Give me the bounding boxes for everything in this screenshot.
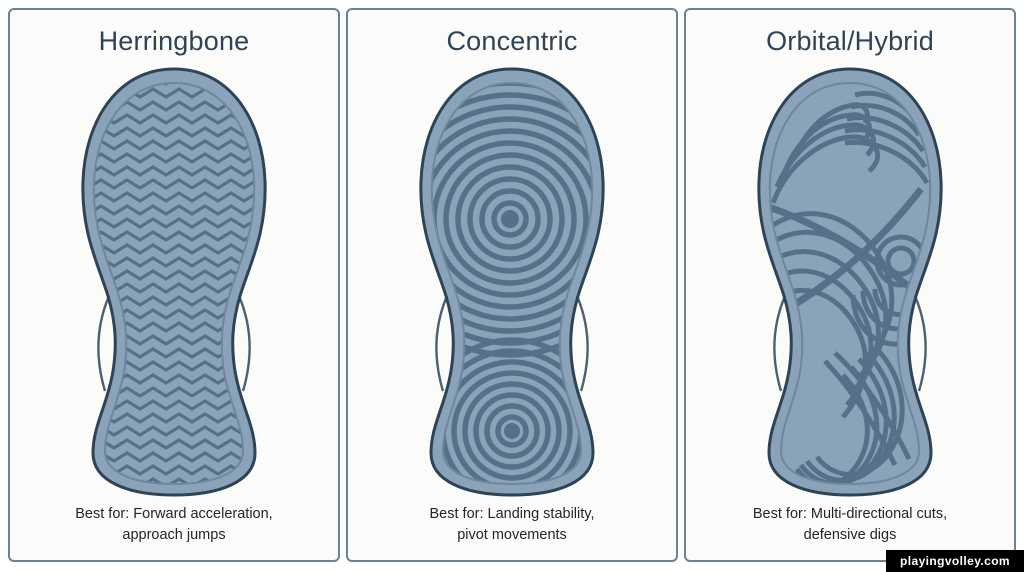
tread-pattern-orbital — [769, 90, 931, 484]
forefoot-rings — [431, 83, 593, 358]
caption-line-1: Best for: Forward acceleration, — [75, 505, 273, 522]
shoe-sole-svg — [81, 67, 267, 497]
sole-illustration-orbital — [686, 55, 1014, 504]
sole-illustration-herringbone — [10, 55, 338, 504]
panel-caption: Best for: Multi-directional cuts, defens… — [706, 504, 995, 546]
panel-concentric: Concentric — [346, 8, 678, 562]
caption-line-1: Best for: Multi-directional cuts, — [752, 505, 948, 522]
sole-inner-rim — [768, 81, 932, 486]
panel-orbital-hybrid: Orbital/Hybrid — [684, 8, 1016, 562]
caption-line-2: defensive digs — [803, 526, 897, 543]
caption-line-2: pivot movements — [457, 526, 567, 543]
panel-title: Concentric — [446, 26, 578, 56]
panel-caption: Best for: Landing stability, pivot movem… — [368, 504, 657, 546]
sole-inner-rim — [430, 81, 594, 486]
arch-line-right — [237, 295, 251, 392]
site-watermark: playingvolley.com — [886, 550, 1024, 572]
arch-line-left — [773, 295, 787, 392]
shoe-sole-svg — [419, 67, 605, 497]
panel-caption: Best for: Forward acceleration, approach… — [30, 504, 319, 546]
panel-title: Orbital/Hybrid — [766, 26, 934, 56]
heel-ring-center — [504, 423, 520, 439]
toe-hook-arcs — [770, 102, 881, 204]
caption-line-2: approach jumps — [122, 526, 226, 543]
panel-herringbone: Herringbone — [8, 8, 340, 562]
toe-comb-arcs — [844, 90, 930, 185]
forefoot-ring-center — [501, 210, 519, 228]
arch-line-right — [913, 295, 927, 392]
tread-pattern-concentric — [431, 83, 593, 484]
sole-inner-rim — [92, 81, 256, 486]
shoe-sole-svg — [757, 67, 943, 497]
tread-pattern-herringbone — [93, 83, 255, 484]
sole-outline — [757, 67, 943, 497]
caption-line-1: Best for: Landing stability, — [429, 505, 595, 522]
panel-title: Herringbone — [98, 26, 250, 56]
arch-line-right — [575, 295, 589, 392]
arch-line-left — [435, 295, 449, 392]
arch-line-left — [97, 295, 111, 392]
sole-illustration-concentric — [348, 55, 676, 504]
